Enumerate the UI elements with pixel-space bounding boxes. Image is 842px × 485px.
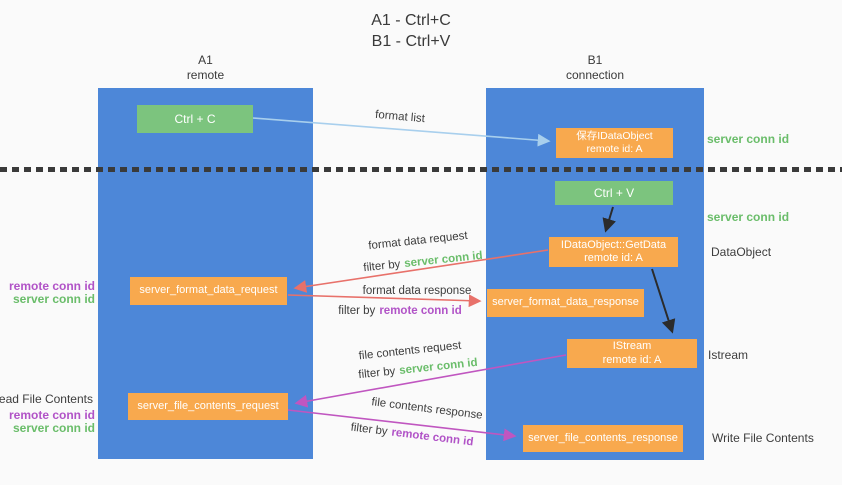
lane-a-header: A1 remote [98, 53, 313, 83]
dataobject-label: DataObject [711, 245, 772, 259]
format-list-label: format list [374, 108, 426, 126]
server-conn-id-left-bottom: server conn id [12, 421, 95, 435]
getdata-line1: IDataObject::GetData [560, 238, 667, 251]
ctrl-v-label: Ctrl + V [593, 186, 635, 200]
format-data-response-label: format data response [362, 285, 472, 297]
lane-a-role: remote [186, 68, 225, 82]
remote-conn-id-left-top: remote conn id [8, 279, 95, 293]
getdata-node: IDataObject::GetData remote id: A [549, 237, 678, 267]
lane-b-role: connection [565, 68, 625, 82]
istream-line2: remote id: A [602, 353, 662, 366]
server-conn-id-right-mid: server conn id [707, 210, 790, 224]
write-file-contents-label: Write File Contents [712, 431, 814, 445]
istream-node: IStream remote id: A [567, 339, 697, 368]
server-file-contents-request-label: server_file_contents_request [137, 399, 279, 412]
lane-b-header: B1 connection [486, 53, 704, 83]
remote-conn-id-text: remote conn id [390, 426, 475, 449]
istream-line1: IStream [612, 340, 652, 352]
ctrl-v-node: Ctrl + V [555, 181, 673, 205]
istream-side-label: Istream [708, 348, 749, 362]
filter-by-text: filter by [338, 305, 376, 317]
server-file-contents-response-node: server_file_contents_response [523, 425, 683, 452]
lane-a-id: A1 [198, 53, 213, 67]
server-format-data-request-label: server_format_data_request [139, 284, 278, 297]
diagram-title: A1 - Ctrl+C B1 - Ctrl+V [271, 10, 551, 52]
lane-b-id: B1 [587, 53, 603, 67]
getdata-line2: remote id: A [584, 252, 643, 264]
server-format-data-response-node: server_format_data_response [487, 289, 644, 317]
server-file-contents-response-label: server_file_contents_response [528, 431, 678, 444]
filter-by-text: filter by [362, 258, 401, 275]
remote-conn-id-text: remote conn id [379, 305, 462, 317]
save-dataobject-line1: 保存IDataObject [576, 129, 653, 142]
server-conn-id-left-top: server conn id [12, 292, 95, 306]
file-contents-response-label: file contents response [370, 396, 484, 422]
server-conn-id-right-top: server conn id [707, 132, 790, 146]
ctrl-c-node: Ctrl + C [137, 105, 253, 133]
save-dataobject-node: 保存IDataObject remote id: A [556, 128, 673, 158]
read-file-contents-label: Read File Contents [0, 392, 93, 406]
save-dataobject-line2: remote id: A [586, 143, 643, 155]
filter-by-text: filter by [357, 365, 396, 382]
server-conn-id-text: server conn id [398, 356, 479, 377]
server-format-data-response-label: server_format_data_response [492, 296, 639, 309]
server-format-data-request-node: server_format_data_request [130, 277, 287, 305]
filter-by-text: filter by [349, 421, 389, 438]
format-data-request-label: format data request [367, 229, 469, 253]
title-line-2: B1 - Ctrl+V [371, 33, 451, 50]
server-conn-id-text: server conn id [403, 249, 484, 270]
server-file-contents-request-node: server_file_contents_request [128, 393, 288, 420]
ctrl-c-label: Ctrl + C [174, 112, 216, 126]
remote-conn-id-left-bottom: remote conn id [8, 408, 95, 422]
dashed-separator [0, 167, 842, 172]
title-line-1: A1 - Ctrl+C [371, 12, 451, 29]
